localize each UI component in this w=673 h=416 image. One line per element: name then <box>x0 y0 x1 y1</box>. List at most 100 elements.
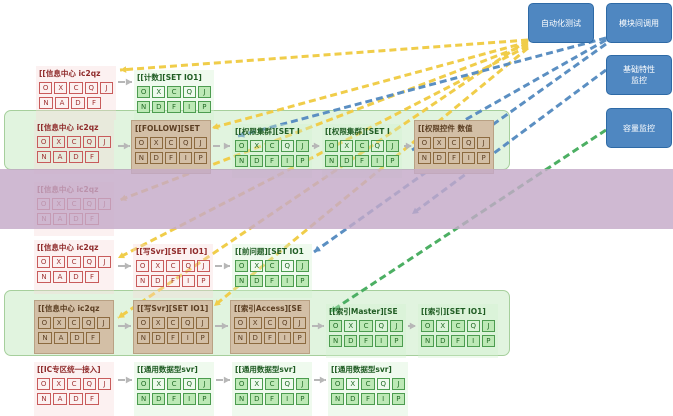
status-cell: D <box>152 101 166 113</box>
status-cell: F <box>167 393 181 405</box>
status-cell: N <box>37 151 51 163</box>
status-cell: F <box>355 155 369 167</box>
status-cell: O <box>331 378 345 390</box>
status-cell: P <box>293 332 306 344</box>
status-cell: Q <box>84 82 98 94</box>
status-cell: P <box>385 155 400 167</box>
status-cell: F <box>265 155 279 167</box>
status-cell: I <box>462 152 476 164</box>
status-cell: J <box>196 317 209 329</box>
node-title: [[信息中心 ic2qz <box>38 304 100 313</box>
status-cell: D <box>151 275 165 287</box>
status-cell: D <box>248 332 262 344</box>
status-cell: A <box>53 151 67 163</box>
capacity-monitor-box: 容量监控 <box>606 108 672 148</box>
status-cell: N <box>329 335 343 347</box>
status-cell: I <box>182 393 196 405</box>
status-cell: F <box>85 151 99 163</box>
status-cell: O <box>421 320 435 332</box>
module-call-arrow <box>237 36 607 138</box>
status-cell: C <box>67 256 81 268</box>
status-cell: Q <box>374 320 388 332</box>
node-title: [[信息中心 ic2qz <box>39 69 101 78</box>
status-cell: X <box>152 378 166 390</box>
status-cell: J <box>197 378 212 390</box>
status-cell: N <box>137 101 151 113</box>
node-title: [[前问题][SET IO1 <box>235 247 304 256</box>
node-title: [[计数][SET IO1] <box>137 73 202 82</box>
node-title: [[权限集群][SET I <box>235 127 300 136</box>
status-cell: C <box>361 378 375 390</box>
node-title: [[通用数据型svr] <box>331 365 392 374</box>
status-cell: F <box>167 101 181 113</box>
status-cell: Q <box>179 137 193 149</box>
status-cell: Q <box>466 320 480 332</box>
status-cell: N <box>235 275 249 287</box>
status-cell: J <box>196 260 211 272</box>
status-cell: D <box>151 332 165 344</box>
node-link-arrow-head <box>223 142 230 150</box>
status-cell: Q <box>182 378 196 390</box>
status-cell: F <box>86 332 100 344</box>
node-link-arrow-head <box>409 322 416 330</box>
status-cell: J <box>97 256 112 268</box>
status-cell: P <box>295 155 310 167</box>
status-cell: A <box>55 97 69 109</box>
node-link-arrow-head <box>125 376 132 384</box>
status-cell: X <box>52 136 66 148</box>
status-cell: X <box>432 137 446 149</box>
infra-monitor-box: 基础特性 监控 <box>606 55 672 95</box>
status-cell: Q <box>462 137 476 149</box>
status-cell: D <box>70 332 84 344</box>
status-cell: I <box>280 393 294 405</box>
status-cell: D <box>250 155 264 167</box>
status-cell: I <box>280 155 294 167</box>
status-cell: N <box>235 393 249 405</box>
status-cell: P <box>389 335 404 347</box>
status-cell: N <box>418 152 431 164</box>
status-cell: J <box>97 317 110 329</box>
node-title: [[权限控件 数值 <box>418 124 473 133</box>
status-cell: Q <box>82 256 96 268</box>
status-cell: O <box>418 137 431 149</box>
status-cell: X <box>152 86 166 98</box>
status-cell: F <box>85 393 99 405</box>
node-link-arrow-head <box>313 142 320 150</box>
status-cell: N <box>38 332 52 344</box>
status-cell: F <box>451 335 465 347</box>
status-cell: O <box>234 317 247 329</box>
status-cell: X <box>149 137 163 149</box>
status-cell: O <box>37 136 51 148</box>
status-cell: C <box>355 140 369 152</box>
status-cell: C <box>167 378 181 390</box>
status-cell: X <box>248 317 262 329</box>
status-cell: X <box>250 260 264 272</box>
status-cell: P <box>295 393 310 405</box>
status-cell: P <box>477 152 490 164</box>
status-cell: N <box>234 332 247 344</box>
status-cell: I <box>466 335 480 347</box>
module-call-arrow-head <box>314 245 321 252</box>
node-title: [[写Svr][SET IO1] <box>136 247 208 256</box>
auto-test-arrow-head <box>212 123 219 130</box>
status-cell: Q <box>376 378 390 390</box>
auto-test-arrow <box>119 38 529 72</box>
status-cell: F <box>166 332 180 344</box>
status-cell: I <box>179 152 193 164</box>
